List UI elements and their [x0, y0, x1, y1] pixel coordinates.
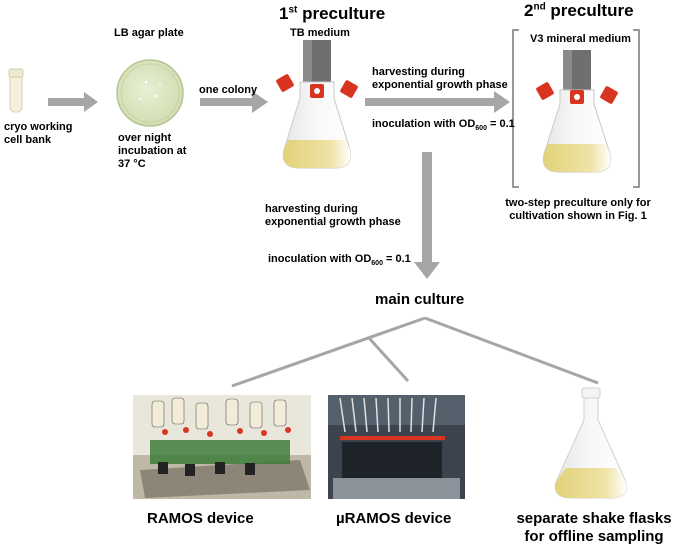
preculture2-bracket — [512, 29, 640, 188]
uramos-device-label: µRAMOS device — [336, 510, 452, 527]
agar-plate-title: LB agar plate — [114, 27, 184, 39]
arrow-plate-to-preculture1 — [200, 91, 268, 113]
cryo-vial-icon — [8, 68, 24, 113]
preculture2-flask-icon — [536, 50, 618, 173]
ramos-device-label: RAMOS device — [147, 510, 254, 527]
agar-plate-icon — [116, 59, 184, 127]
ramos-device-photo — [133, 395, 311, 499]
preculture2-title: 2nd preculture — [524, 1, 634, 20]
harvest-mid-label: harvesting during exponential growth pha… — [265, 203, 401, 229]
main-culture-connectors — [231, 316, 599, 388]
arrow-preculture-to-main — [414, 152, 440, 279]
preculture2-note: two-step preculture only for cultivation… — [505, 197, 651, 223]
agar-plate-label: over night incubation at 37 °C — [118, 132, 187, 171]
preculture2-medium: V3 mineral medium — [530, 33, 631, 45]
shake-flasks-label: separate shake flasks for offline sampli… — [516, 510, 672, 545]
preculture1-medium: TB medium — [290, 27, 350, 39]
inoculation-top-label: inoculation with OD600 = 0.1 — [372, 118, 515, 133]
harvest-top-label: harvesting during exponential growth pha… — [372, 66, 508, 92]
arrow-cryo-to-plate — [48, 92, 98, 112]
cryo-label: cryo working cell bank — [4, 121, 73, 147]
arrow-preculture1-to-preculture2 — [365, 91, 510, 113]
shake-flask-icon — [554, 387, 628, 499]
preculture1-flask-icon — [276, 40, 358, 169]
one-colony-label: one colony — [199, 84, 258, 96]
preculture1-title: 1st preculture — [279, 4, 386, 23]
uramos-device-photo — [328, 395, 465, 499]
main-culture-title: main culture — [375, 291, 465, 308]
inoculation-mid-label: inoculation with OD600 = 0.1 — [268, 253, 411, 268]
